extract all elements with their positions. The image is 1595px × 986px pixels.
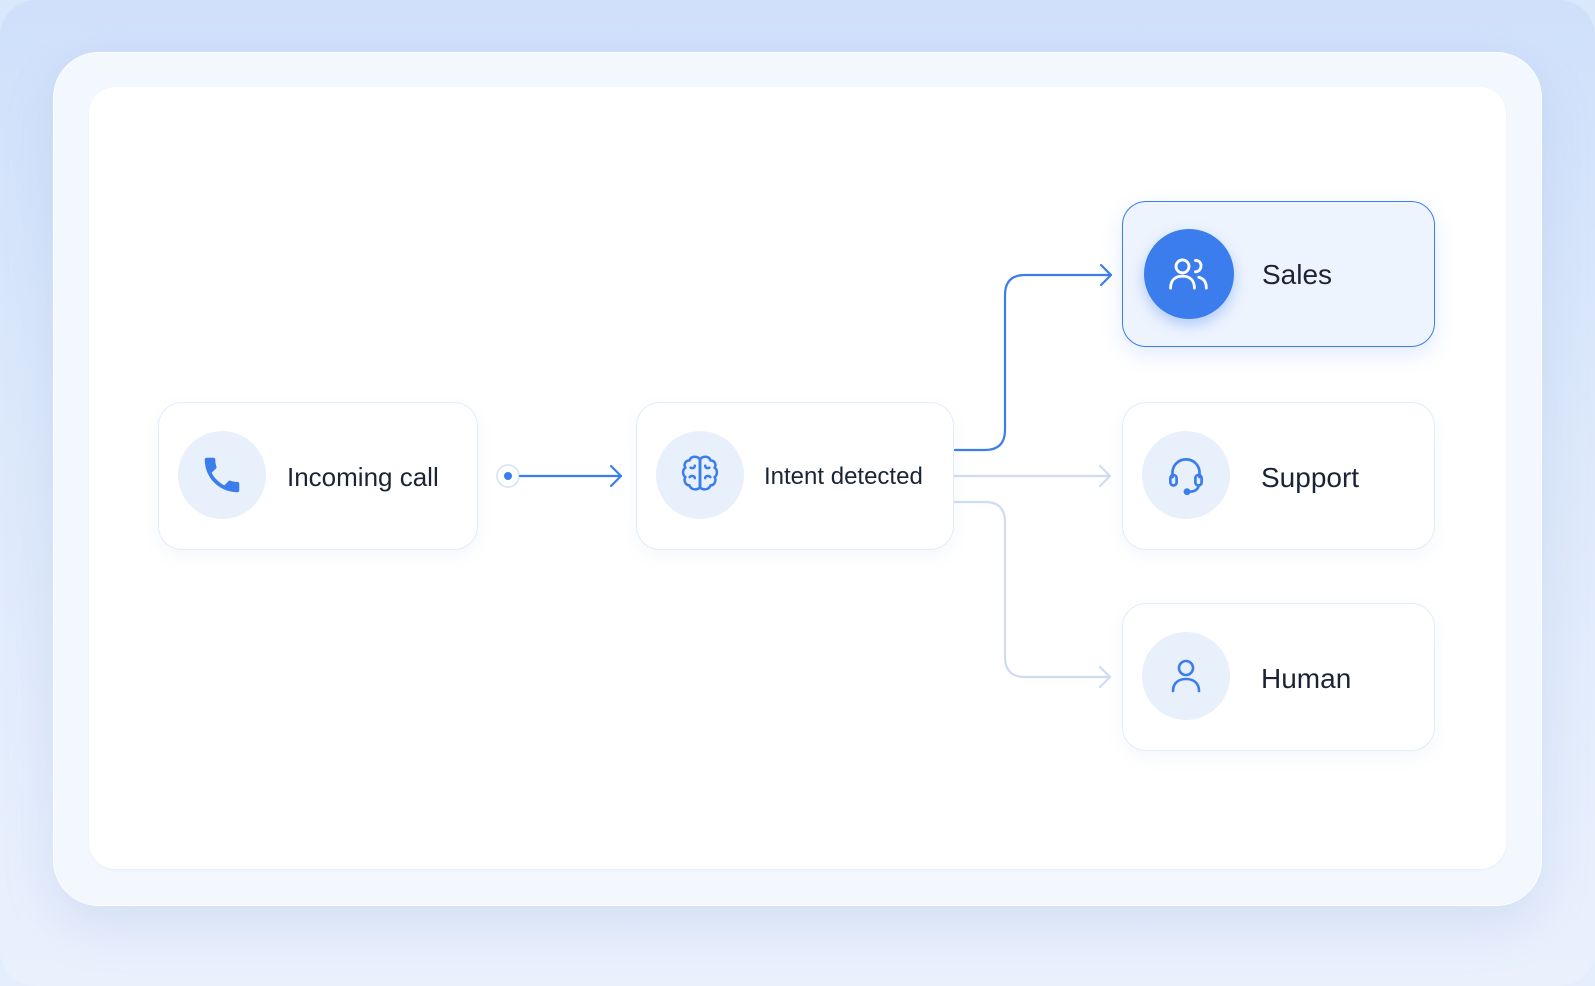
user-icon (1142, 632, 1230, 720)
incoming-call-label: Incoming call (287, 462, 439, 492)
headset-icon (1142, 431, 1230, 519)
destination-sales-node[interactable]: Sales (1122, 201, 1435, 347)
intent-detected-node[interactable]: Intent detected (636, 402, 954, 550)
support-label: Support (1261, 462, 1360, 493)
brain-icon (656, 431, 744, 519)
sales-label: Sales (1262, 259, 1333, 290)
users-icon (1144, 229, 1234, 319)
destination-support-node[interactable]: Support (1122, 402, 1435, 550)
intent-detected-label: Intent detected (764, 463, 923, 490)
phone-icon (178, 431, 266, 519)
incoming-call-node[interactable]: Incoming call (158, 402, 478, 550)
human-label: Human (1261, 663, 1352, 694)
destination-human-node[interactable]: Human (1122, 603, 1435, 751)
